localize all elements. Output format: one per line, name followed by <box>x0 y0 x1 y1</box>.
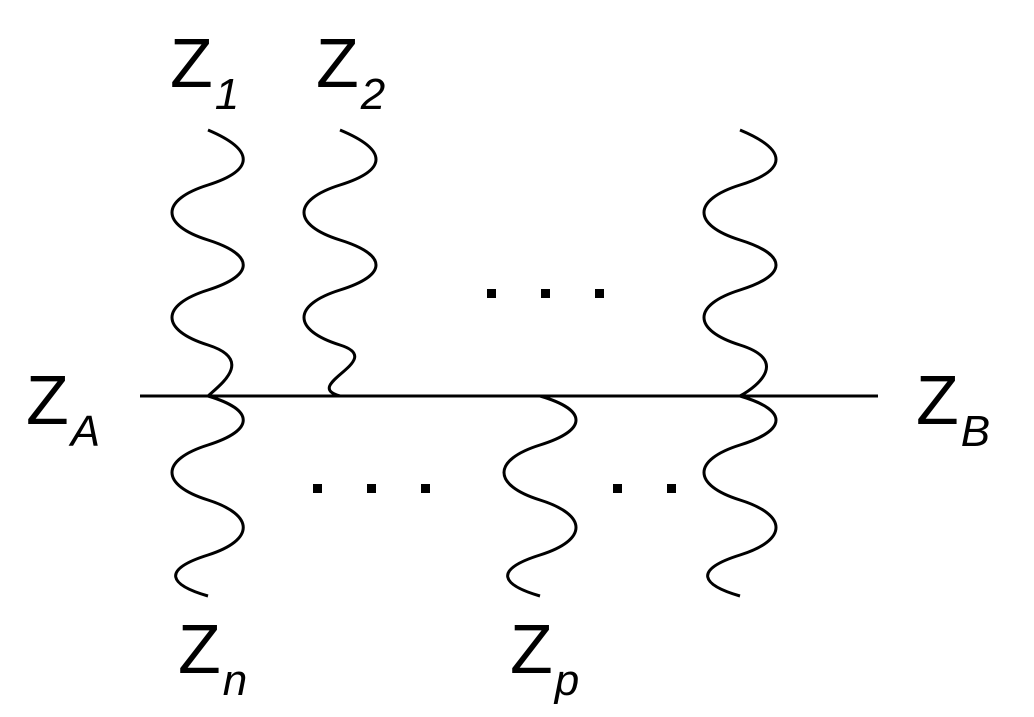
ellipsis-bottom-right-text: ... <box>606 456 664 526</box>
label-zp: Zp <box>510 614 579 703</box>
ellipsis-bottom-left-text: ... <box>306 456 364 526</box>
ellipsis-top <box>487 289 604 298</box>
label-zb-sub: B <box>960 407 991 456</box>
ellipsis-top-text: ... <box>480 262 538 332</box>
label-zb-main: Z <box>916 361 959 439</box>
dot <box>595 289 604 298</box>
wave-right-bottom <box>702 394 778 598</box>
label-z1-main: Z <box>170 24 213 102</box>
label-zn-main: Z <box>178 610 221 688</box>
label-z2-sub: 2 <box>360 70 386 119</box>
ellipsis-bottom-left <box>313 484 430 493</box>
label-zp-main: Z <box>510 610 553 688</box>
label-z1-sub: 1 <box>214 70 240 119</box>
label-zp-sub: p <box>554 656 580 705</box>
label-zn: Zn <box>178 614 247 703</box>
wave-zp <box>502 394 578 598</box>
label-z2: Z2 <box>316 28 385 117</box>
dot <box>367 484 376 493</box>
dot <box>613 484 622 493</box>
wave-zn <box>170 394 245 598</box>
label-zn-sub: n <box>222 656 248 705</box>
wave-right-top <box>702 128 778 398</box>
dot <box>487 289 496 298</box>
label-za: ZA <box>26 365 100 454</box>
wave-z1 <box>170 128 245 398</box>
dot <box>541 289 550 298</box>
label-zb: ZB <box>916 365 990 454</box>
label-za-main: Z <box>26 361 69 439</box>
dot <box>421 484 430 493</box>
label-z1: Z1 <box>170 28 239 117</box>
dot <box>667 484 676 493</box>
dot <box>313 484 322 493</box>
label-z2-main: Z <box>316 24 359 102</box>
wave-z2 <box>302 128 378 398</box>
label-za-sub: A <box>70 407 101 456</box>
ellipsis-bottom-right <box>613 484 676 493</box>
